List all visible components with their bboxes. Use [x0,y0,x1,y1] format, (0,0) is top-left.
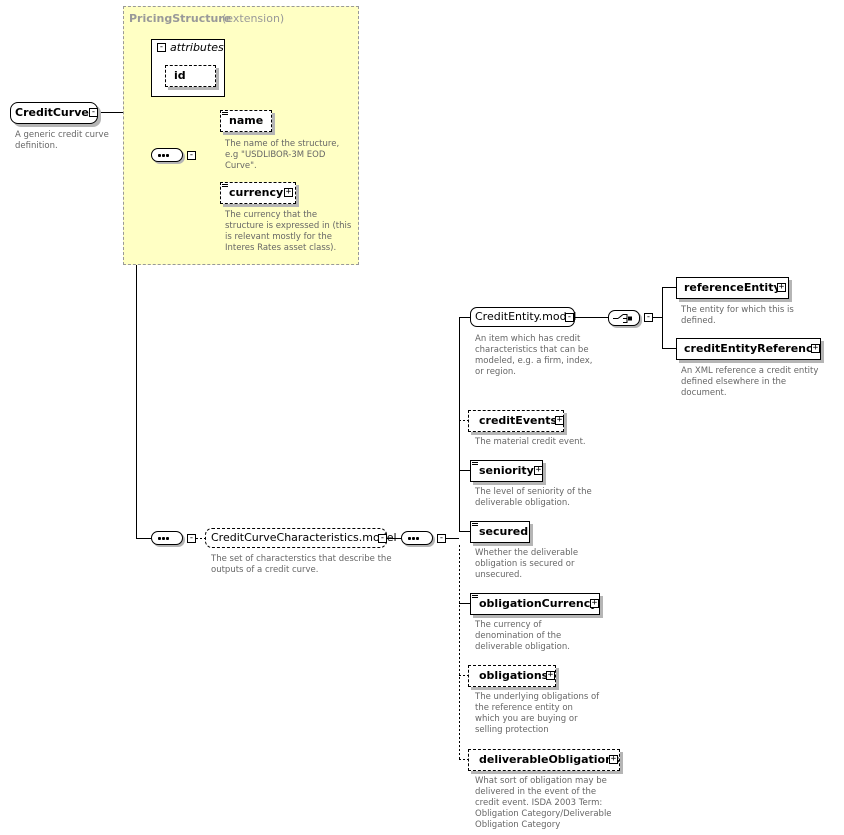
collapse-icon[interactable]: - [378,533,387,543]
element-seniority-doc: The level of seniority of the deliverabl… [475,487,592,508]
group-model-label: CreditCurveCharacteristics.model [211,531,397,544]
element-obligationcurrency-doc: The currency of denomination of the deli… [475,620,570,652]
element-name[interactable] [220,110,272,132]
sequence-compositor-icon [401,531,433,545]
element-currency-doc: The currency that the structure is expre… [225,210,352,253]
extension-base-label: PricingStructure [129,12,232,25]
collapse-icon[interactable]: - [644,312,653,322]
element-referenceentity[interactable] [676,277,789,299]
expand-icon[interactable]: + [284,187,293,197]
root-element-label: CreditCurve [15,106,89,119]
collapse-icon[interactable]: - [565,312,574,322]
element-obligations-doc: The underlying obligations of the refere… [475,692,600,735]
element-deliverableobligations[interactable] [468,749,620,771]
expand-icon[interactable]: + [534,465,543,475]
text-content-icon [472,462,478,467]
root-doc: A generic credit curve definition. [15,130,109,151]
attributes-label: attributes [170,41,224,54]
element-referenceentity-label: referenceEntity [684,281,781,294]
element-secured-doc: Whether the deliverable obligation is se… [475,548,579,580]
element-name-doc: The name of the structure, e.g "USDLIBOR… [225,139,340,171]
expand-icon[interactable]: + [590,598,599,608]
element-obligationcurrency-label: obligationCurrency [479,597,598,610]
extension-kind-label: (extension) [222,12,285,25]
collapse-icon[interactable]: - [187,150,196,160]
element-deliverableobligations-doc: What sort of obligation may be delivered… [475,776,612,830]
text-content-icon [472,523,478,528]
group-creditentity-model[interactable] [470,307,575,327]
sequence-compositor-icon [151,148,183,162]
element-creditentityreference-label: creditEntityReference [684,342,820,355]
attribute-id[interactable] [165,65,216,87]
element-creditentityreference-doc: An XML reference a credit entity defined… [681,366,819,398]
text-content-icon [222,184,228,189]
element-obligations-label: obligations [479,669,549,682]
element-obligationcurrency[interactable] [470,593,600,615]
collapse-icon[interactable]: - [437,533,446,543]
element-creditevents-doc: The material credit event. [475,437,586,447]
sequence-compositor-icon [151,531,183,545]
attribute-id-label: id [174,69,186,82]
expand-icon[interactable]: + [811,343,820,353]
element-creditentityreference[interactable] [676,338,821,360]
element-secured[interactable] [470,521,530,543]
element-secured-label: secured [479,525,529,538]
expand-icon[interactable]: + [609,754,618,764]
element-name-label: name [229,114,264,127]
element-referenceentity-doc: The entity for which this is defined. [681,305,794,326]
group-entity-doc: An item which has credit characteristics… [475,334,593,377]
collapse-icon[interactable]: - [89,107,98,117]
element-obligations[interactable] [468,665,556,687]
element-currency[interactable] [220,182,296,204]
element-creditevents-label: creditEvents [479,414,558,427]
group-entity-label: CreditEntity.model [475,310,577,323]
collapse-icon[interactable]: - [157,42,166,52]
expand-icon[interactable]: + [546,670,555,680]
expand-icon[interactable]: + [555,415,564,425]
text-content-icon [222,112,228,117]
text-content-icon [472,595,478,600]
group-model-doc: The set of characterstics that describe … [211,554,392,575]
element-deliverableobligations-label: deliverableObligations [479,753,620,766]
choice-compositor-symbol [613,314,632,323]
collapse-icon[interactable]: - [187,533,196,543]
expand-icon[interactable]: + [777,282,786,292]
element-currency-label: currency [229,186,284,199]
element-seniority-label: seniority [479,464,534,477]
